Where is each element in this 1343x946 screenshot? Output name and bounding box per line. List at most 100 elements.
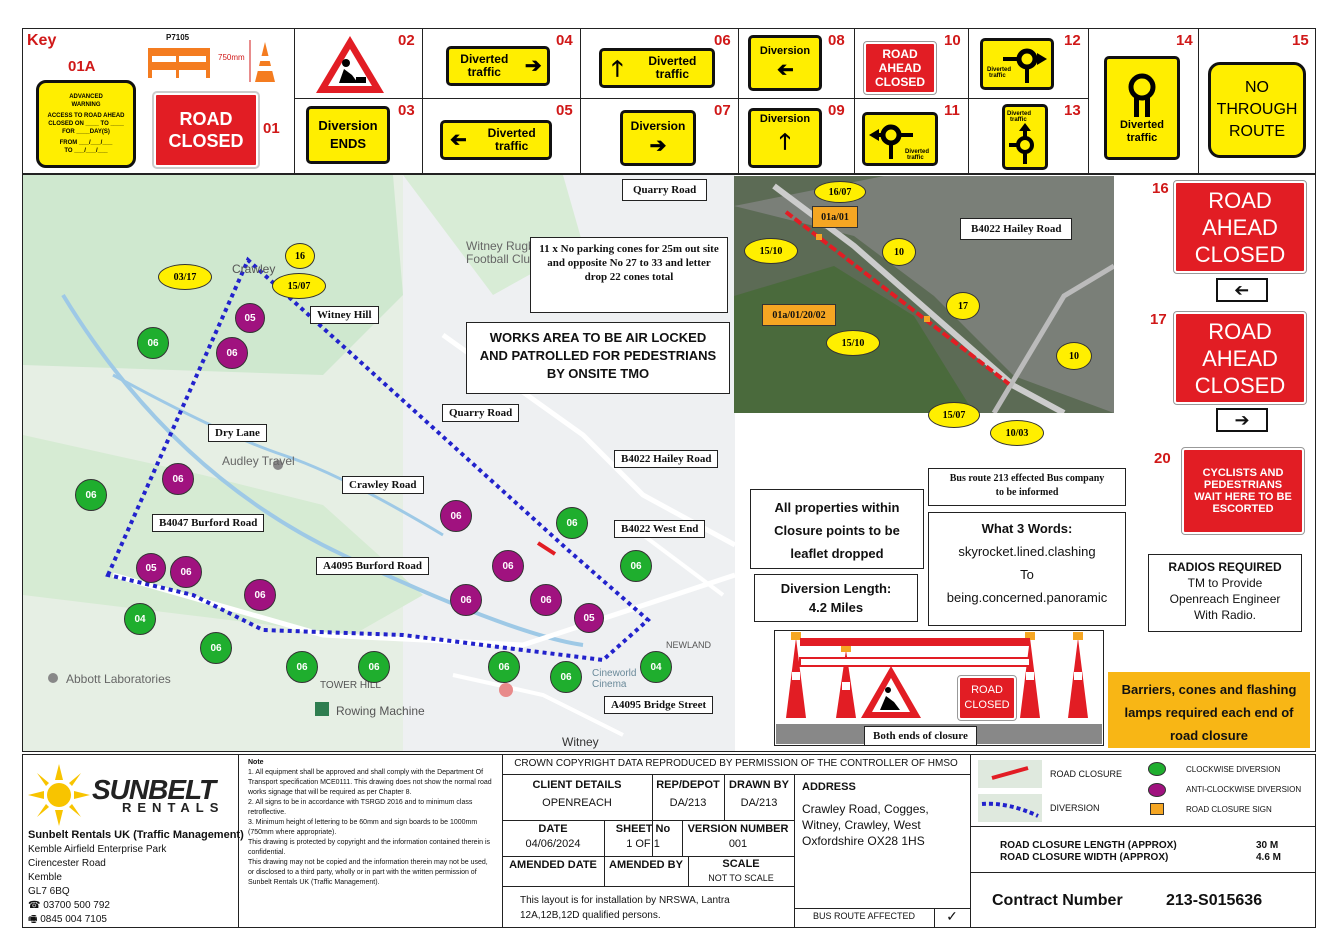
site-address: Crawley Road, Cogges, Witney, Crawley, W… xyxy=(802,802,929,848)
sign-number-13: 13 xyxy=(1064,102,1081,119)
arrow-left-plate: ➔ xyxy=(1216,278,1268,302)
bubble-06: 06 xyxy=(286,651,318,683)
what3words-box: What 3 Words: skyrocket.lined.clashing T… xyxy=(928,512,1126,626)
bubble-03-17: 03/17 xyxy=(158,264,212,290)
inset-bubble-10: 10 xyxy=(882,238,916,266)
place-audley: Audley Travel xyxy=(222,454,295,468)
closure-width-label: ROAD CLOSURE WIDTH (APPROX) xyxy=(1000,852,1169,863)
road-closed-sign: ROAD CLOSED xyxy=(152,91,260,169)
label-b4022-west-end: B4022 West End xyxy=(614,520,706,538)
place-rowing: Rowing Machine xyxy=(336,704,425,718)
sheet-value: 1 OF 1 xyxy=(626,838,660,850)
label-b4047: B4047 Burford Road xyxy=(152,514,265,532)
legend-closure-icon xyxy=(978,760,1042,788)
inset-callout-01a-01-20-02: 01a/01/20/02 xyxy=(762,304,836,326)
bus-note: Bus route 213 effected Bus company to be… xyxy=(928,468,1126,506)
bubble-06: 06 xyxy=(358,651,390,683)
road-ahead-closed-17-sign: ROAD AHEAD CLOSED xyxy=(1173,311,1307,405)
label-witney-hill: Witney Hill xyxy=(310,306,379,324)
sign-number-01a: 01A xyxy=(68,58,96,75)
closure-barrier-icon xyxy=(776,632,1102,744)
inset-bubble-15-07: 15/07 xyxy=(928,402,980,428)
label-quarry-road: Quarry Road xyxy=(442,404,520,422)
sign-number-03: 03 xyxy=(398,102,415,119)
diversion-left-sign: Diversion➔ xyxy=(748,35,822,91)
bubble-06: 06 xyxy=(137,327,169,359)
bubble-04: 04 xyxy=(124,603,156,635)
label-both-ends: Both ends of closure xyxy=(864,726,977,746)
date-value: 04/06/2024 xyxy=(525,838,581,850)
svg-text:Diverted: Diverted xyxy=(1007,111,1031,117)
works-area-note: WORKS AREA TO BE AIR LOCKED AND PATROLLE… xyxy=(466,322,730,394)
no-through-route-sign: NO THROUGH ROUTE xyxy=(1208,62,1306,158)
legend-sign-icon xyxy=(1150,803,1164,815)
logo-rentals: RENTALS xyxy=(122,800,225,815)
bus-route-label: BUS ROUTE AFFECTED xyxy=(812,911,915,921)
inset-bubble-10b: 10 xyxy=(1056,342,1092,370)
legend-clockwise: CLOCKWISE DIVERSION xyxy=(1186,765,1281,774)
inset-bubble-16-07: 16/07 xyxy=(814,181,866,203)
diversion-right-sign: Diversion➔ xyxy=(620,110,696,166)
legend-purple-bubble-icon xyxy=(1148,783,1166,797)
diversion-ahead-sign: Diversion🡑 xyxy=(748,108,822,168)
cones-note: 11 x No parking cones for 25m out site a… xyxy=(530,237,728,313)
key-title: Key xyxy=(27,32,57,49)
sign-number-11: 11 xyxy=(944,102,960,119)
client-header: CLIENT DETAILS xyxy=(532,779,622,791)
key-strip xyxy=(22,28,1316,174)
bubble-06: 06 xyxy=(550,661,582,693)
no-through-diverted-sign: Diverted traffic xyxy=(1104,56,1180,160)
place-witney: Witney xyxy=(562,735,599,749)
road-ahead-closed-small-sign: ROAD AHEAD CLOSED xyxy=(863,41,937,95)
legend-diversion: DIVERSION xyxy=(1050,803,1100,813)
bubble-05: 05 xyxy=(235,303,265,333)
sign-number-01: 01 xyxy=(263,120,280,137)
place-abbott: Abbott Laboratories xyxy=(66,672,171,686)
sign-number-04: 04 xyxy=(556,32,573,49)
svg-text:traffic: traffic xyxy=(989,73,1006,79)
sign-number-15: 15 xyxy=(1292,32,1309,49)
sign-number-16: 16 xyxy=(1152,180,1169,197)
inset-bubble-15-10b: 15/10 xyxy=(826,330,880,356)
bubble-06: 06 xyxy=(556,507,588,539)
bubble-16: 16 xyxy=(285,243,315,269)
address-header: ADDRESS xyxy=(802,781,856,793)
place-rugby: Witney Rugby Football Club xyxy=(466,239,541,266)
company-name: Sunbelt Rentals UK (Traffic Management) xyxy=(28,829,244,841)
sign-number-05: 05 xyxy=(556,102,573,119)
bubble-06: 06 xyxy=(492,550,524,582)
sign-number-08: 08 xyxy=(828,32,845,49)
bubble-06: 06 xyxy=(244,579,276,611)
diverted-traffic-ahead-sign: 🡑Diverted traffic xyxy=(599,48,715,88)
label-a4095-bridge: A4095 Bridge Street xyxy=(604,696,714,714)
bubble-06: 06 xyxy=(216,337,248,369)
bus-route-tick: ✓ xyxy=(946,908,958,924)
legend-green-bubble-icon xyxy=(1148,762,1166,776)
sign-number-14: 14 xyxy=(1176,32,1193,49)
sign-number-10: 10 xyxy=(944,32,961,49)
closure-width-value: 4.6 M xyxy=(1256,852,1282,863)
barriers-note: Barriers, cones and flashing lamps requi… xyxy=(1108,672,1310,748)
version-value: 001 xyxy=(728,838,748,850)
legend-diversion-icon xyxy=(978,794,1042,822)
diverted-traffic-left-sign: ➔Diverted traffic xyxy=(440,120,552,160)
place-crawley: Crawley xyxy=(232,262,276,276)
contract-number: 213-S015636 xyxy=(1166,892,1263,909)
bubble-06: 06 xyxy=(75,479,107,511)
scale-header: SCALE xyxy=(722,858,760,870)
diversion-length-box: Diversion Length:4.2 Miles xyxy=(754,574,918,622)
inset-bubble-10-03: 10/03 xyxy=(990,420,1044,446)
map-frame xyxy=(22,174,1316,752)
scale-value: NOT TO SCALE xyxy=(708,873,774,883)
bubble-05: 05 xyxy=(136,553,166,583)
notes-block: Note 1. All equipment shall be approved … xyxy=(248,759,492,886)
contract-label: Contract Number xyxy=(992,892,1123,909)
diversion-ends-sign: Diversion ENDS xyxy=(306,106,390,164)
bubble-04: 04 xyxy=(640,651,672,683)
closure-length-value: 30 M xyxy=(1256,840,1279,851)
